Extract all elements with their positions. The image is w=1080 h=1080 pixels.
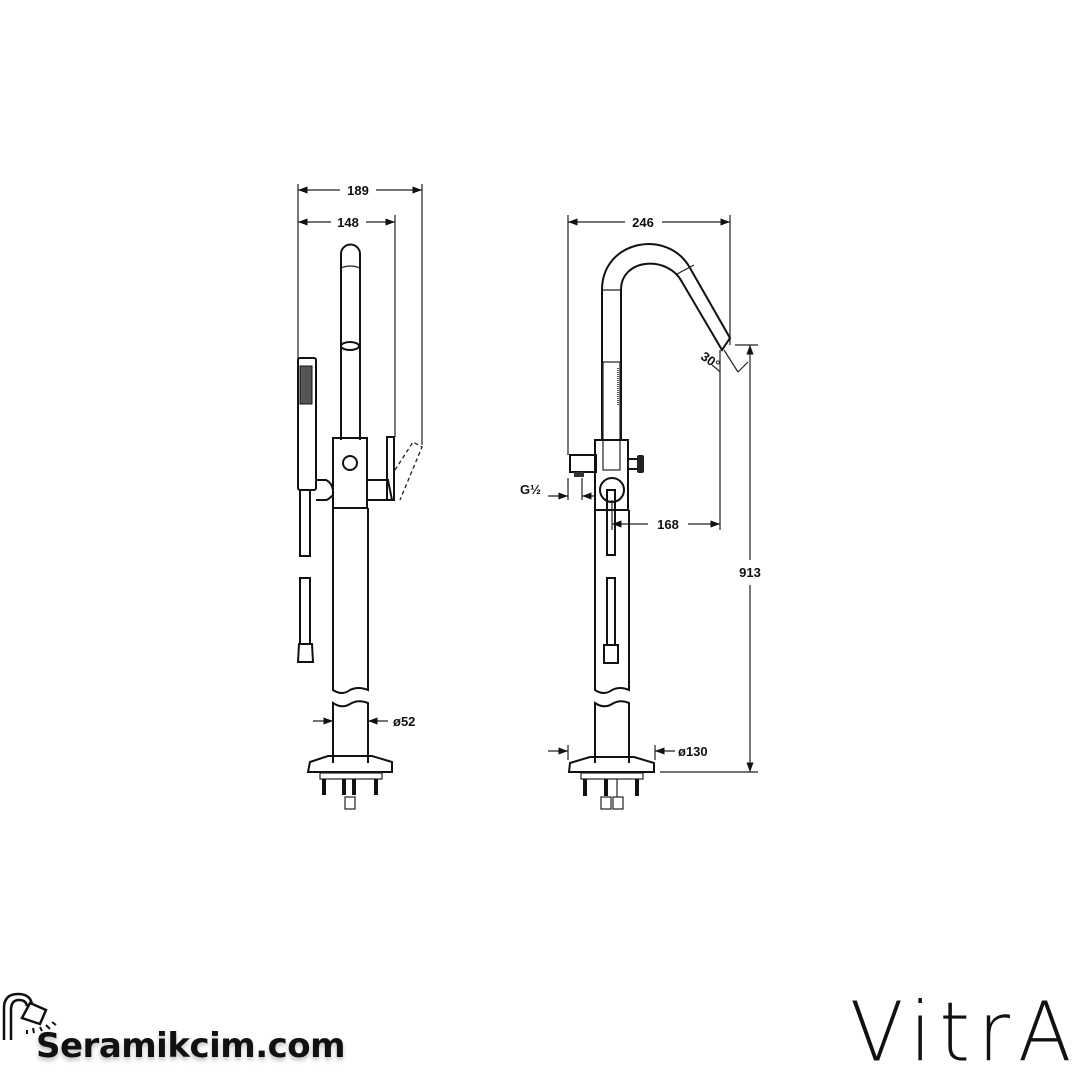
dimension-246: 246 xyxy=(568,215,730,230)
dimension-913: 913 xyxy=(660,344,761,773)
left-view: 189 148 ø52 xyxy=(296,183,423,810)
svg-text:168: 168 xyxy=(657,517,679,532)
svg-text:148: 148 xyxy=(337,215,359,230)
dimension-diameter-52: ø52 xyxy=(313,714,415,729)
dimension-148: 148 xyxy=(298,215,395,230)
dimension-189: 189 xyxy=(298,183,422,198)
svg-text:246: 246 xyxy=(632,215,654,230)
svg-text:30°: 30° xyxy=(698,349,723,373)
svg-text:913: 913 xyxy=(739,565,761,580)
svg-text:ø52: ø52 xyxy=(393,714,415,729)
svg-text:189: 189 xyxy=(347,183,369,198)
right-view: 246 30° G½ xyxy=(520,215,761,810)
dimension-connection: G½ xyxy=(520,478,594,500)
angle-30: 30° xyxy=(698,349,749,373)
shower-logo-icon xyxy=(2,992,57,1040)
vitra-logo: VitrA xyxy=(850,985,1080,1080)
svg-text:ø130: ø130 xyxy=(678,744,708,759)
seramikcim-logo: Seramikcim.com xyxy=(36,1026,346,1066)
dimension-168: 168 xyxy=(611,350,721,532)
svg-text:G½: G½ xyxy=(520,482,541,497)
dimension-diameter-130: ø130 xyxy=(548,744,708,760)
